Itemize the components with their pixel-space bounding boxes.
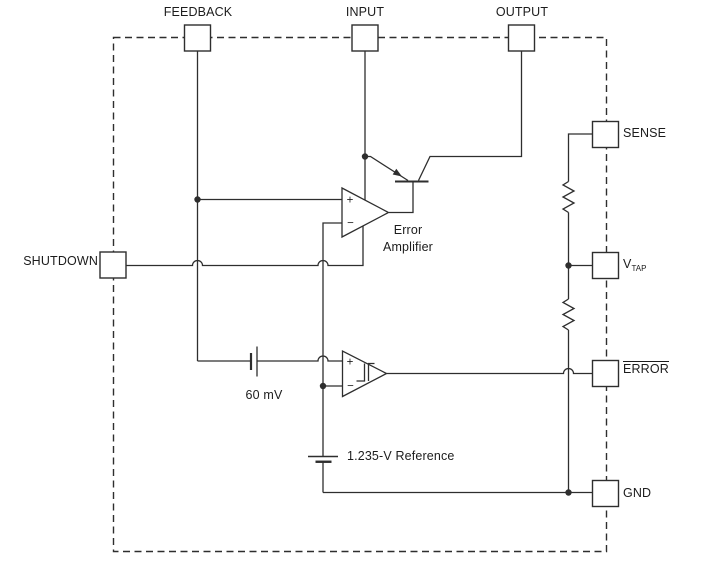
junction-dot-input (361, 153, 369, 160)
comparator-minus-sign: − (347, 381, 354, 393)
hysteresis-icon (356, 362, 375, 382)
error-amplifier-label-line1: Error (393, 223, 423, 237)
pin-label-error-text: ERROR (623, 361, 669, 376)
pin-label-vtap-base: V (623, 257, 632, 271)
wire-shutdown (126, 226, 364, 267)
wire-amp-output-to-base (389, 181, 414, 214)
comparator: + − (341, 349, 388, 398)
pin-label-shutdown: SHUTDOWN (23, 254, 98, 268)
pin-feedback-terminal (183, 24, 212, 52)
pin-output-terminal (507, 24, 536, 52)
wire-amp-minus-to-reference (322, 222, 342, 456)
resistor-icon-upper (561, 180, 576, 214)
junction-dot-vtap (565, 262, 572, 269)
pin-input-terminal (351, 24, 379, 52)
error-amplifier-plus-sign: + (347, 195, 354, 207)
pin-label-feedback: FEEDBACK (163, 5, 233, 19)
pin-vtap-terminal (591, 251, 620, 280)
wires (126, 51, 593, 494)
wire-transistor-collector-to-output (417, 51, 523, 181)
pin-terminals (99, 24, 620, 508)
reference-voltage-label: 1.235-V Reference (347, 449, 455, 463)
reference-battery-icon (308, 455, 338, 463)
resistors (561, 180, 576, 331)
offset-battery-icon (249, 346, 258, 377)
wire-sense-to-divider (567, 133, 593, 182)
offset-voltage-label: 60 mV (245, 388, 283, 402)
pin-label-sense: SENSE (623, 126, 667, 140)
hysteresis-icon-left-step (356, 363, 366, 382)
error-amplifier-label-line2: Amplifier (383, 240, 433, 254)
resistor-icon-lower (561, 298, 576, 331)
pin-sense-terminal (591, 120, 620, 149)
error-amplifier-triangle (341, 186, 390, 239)
pin-label-vtap-subscript: TAP (631, 263, 647, 273)
hysteresis-icon-right-step (367, 362, 375, 381)
pin-label-gnd: GND (623, 486, 652, 500)
junction-dot-gnd (565, 489, 572, 496)
junction-dot-reference-node (319, 382, 327, 390)
pin-gnd-terminal (591, 479, 620, 508)
pin-shutdown-terminal (99, 251, 127, 279)
comparator-plus-sign: + (347, 357, 354, 369)
error-amplifier: + − (341, 186, 390, 239)
wire-offset-to-comparator-plus (257, 355, 343, 362)
transistor-emitter-arrow-icon (392, 168, 402, 177)
ic-boundary-dashed-box (112, 36, 608, 553)
wire-transistor-emitter (365, 155, 409, 182)
pin-label-output: OUTPUT (495, 5, 549, 19)
error-amplifier-minus-sign: − (347, 218, 354, 230)
wire-comparator-to-error-pin (386, 367, 593, 375)
pin-label-error: ERROR (623, 361, 669, 376)
pass-transistor (392, 168, 429, 183)
junction-dot-feedback (194, 196, 201, 203)
pin-error-terminal (591, 359, 620, 388)
pin-label-input: INPUT (345, 5, 385, 19)
pin-label-vtap: VTAP (623, 257, 647, 273)
junction-dots (194, 153, 572, 496)
